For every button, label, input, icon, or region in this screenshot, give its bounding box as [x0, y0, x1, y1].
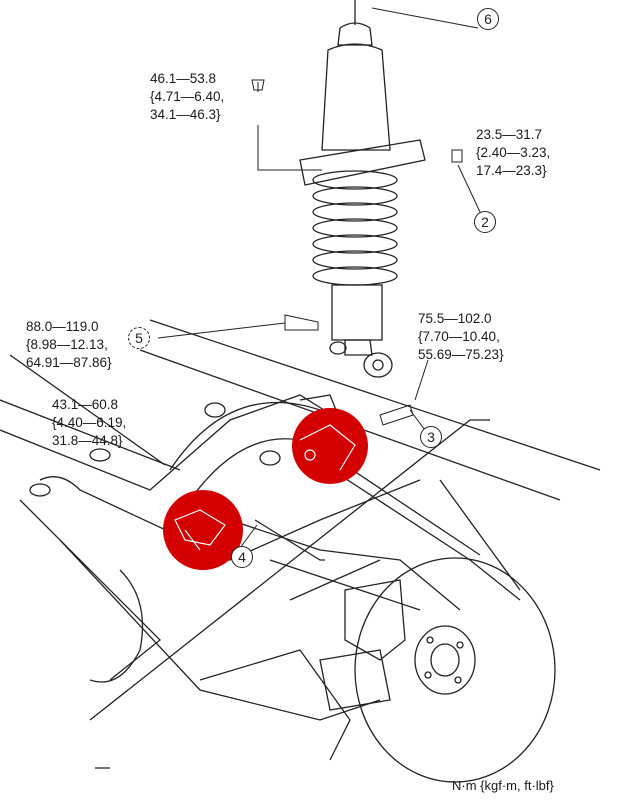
torque-spec-bolt-5: 88.0—119.0 {8.98—12.13, 64.91—87.86}	[26, 318, 112, 372]
highlight-nut-4-location	[163, 490, 243, 570]
coil-spring	[312, 170, 398, 286]
callout-2: 2	[474, 211, 496, 233]
spec-line: {7.70—10.40,	[418, 329, 500, 344]
callout-4: 4	[231, 546, 253, 568]
spec-line: 34.1—46.3}	[150, 107, 221, 122]
spec-line: {8.98—12.13,	[26, 337, 108, 352]
spec-line: {4.71—6.40,	[150, 89, 225, 104]
subframe	[0, 319, 601, 761]
spec-line: {4.40—6.19,	[52, 415, 127, 430]
spec-line: 55.69—75.23}	[418, 347, 504, 362]
callout-6: 6	[477, 8, 499, 30]
torque-spec-top-nut: 46.1—53.8 {4.71—6.40, 34.1—46.3}	[150, 70, 224, 124]
torque-spec-bolt-2: 23.5—31.7 {2.40—3.23, 17.4—23.3}	[476, 126, 550, 180]
brake-disc	[319, 557, 556, 783]
torque-spec-bolt-3: 75.5—102.0 {7.70—10.40, 55.69—75.23}	[418, 310, 504, 364]
callout-5: 5	[128, 327, 150, 349]
spec-line: {2.40—3.23,	[476, 145, 551, 160]
spec-line: 75.5—102.0	[418, 311, 492, 326]
highlight-bolt-3-location	[292, 408, 368, 484]
shock-absorber	[299, 0, 426, 378]
callout-3: 3	[420, 426, 442, 448]
leader-lines	[157, 7, 481, 549]
spec-line: 46.1—53.8	[150, 71, 217, 86]
spec-line: 43.1—60.8	[52, 397, 119, 412]
torque-spec-nut-4: 43.1—60.8 {4.40—6.19, 31.8—44.8}	[52, 396, 126, 450]
spec-line: 31.8—44.8}	[52, 433, 123, 448]
spec-line: 23.5—31.7	[476, 127, 543, 142]
spec-line: 88.0—119.0	[26, 319, 99, 334]
units-legend: N·m {kgf·m, ft·lbf}	[452, 778, 554, 793]
spec-line: 17.4—23.3}	[476, 163, 547, 178]
spec-line: 64.91—87.86}	[26, 355, 112, 370]
